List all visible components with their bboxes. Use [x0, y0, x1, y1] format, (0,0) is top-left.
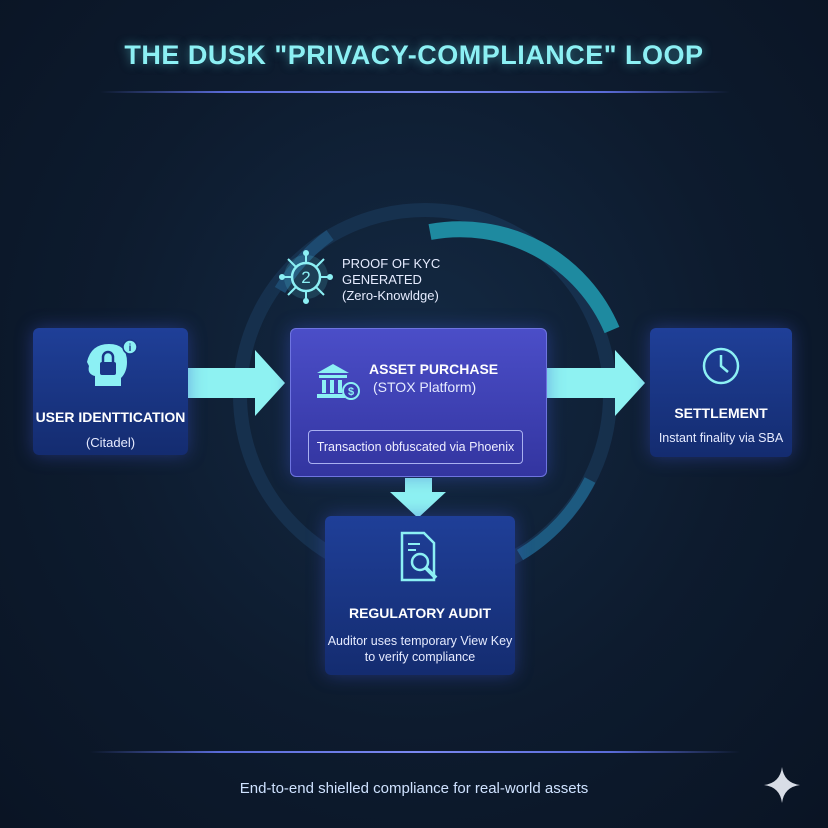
audit-line-1: Auditor uses temporary View Key [327, 634, 513, 648]
zk-proof-icon: 2 [279, 250, 333, 304]
kyc-step-number: 2 [301, 268, 310, 287]
head-lock-icon: i [86, 339, 138, 386]
settlement-subtitle: Instant finality via SBA [658, 431, 784, 445]
arrow-asset-to-settlement [546, 350, 645, 416]
kyc-label: PROOF OF KYC GENERATED (Zero-Knowldge) [342, 256, 440, 304]
user-identification-node: i USER IDENTTICATION (Citadel) [33, 328, 188, 455]
loop-arc-top [428, 221, 620, 334]
kyc-line-1: PROOF OF KYC [342, 256, 441, 271]
settlement-node: SETTLEMENT Instant finality via SBA [650, 328, 792, 457]
kyc-line-2: GENERATED [342, 272, 422, 287]
audit-title: REGULATORY AUDIT [348, 605, 492, 621]
asset-purchase-node: $ ASSET PURCHASE (STOX Platform) Transac… [290, 328, 547, 477]
bank-coin-icon: $ [317, 364, 360, 400]
title-divider [100, 91, 730, 93]
document-search-icon [400, 531, 438, 582]
user-title: USER IDENTTICATION [35, 409, 186, 425]
arrow-user-to-asset [188, 350, 285, 416]
kyc-line-3: (Zero-Knowldge) [342, 288, 439, 303]
loop-arc-left [274, 230, 334, 294]
asset-subtitle: (STOX Platform) [373, 379, 477, 395]
audit-line-2: to verify compliance [364, 650, 476, 664]
audit-description: Auditor uses temporary View Key to verif… [325, 633, 515, 665]
settlement-title: SETTLEMENT [674, 405, 768, 421]
regulatory-audit-node: REGULATORY AUDIT Auditor uses temporary … [325, 516, 515, 675]
user-subtitle: (Citadel) [85, 435, 136, 450]
clock-icon [702, 347, 740, 385]
sparkle-icon [764, 767, 800, 803]
svg-text:i: i [128, 343, 131, 354]
phoenix-note: Transaction obfuscated via Phoenix [308, 430, 523, 464]
footer-divider [90, 751, 740, 753]
arrow-asset-to-audit [390, 478, 446, 518]
footer-caption: End-to-end shielled compliance for real-… [239, 780, 589, 797]
asset-title: ASSET PURCHASE [369, 361, 499, 377]
svg-text:$: $ [348, 386, 354, 398]
loop-arc-right [516, 477, 596, 561]
diagram-title: THE DUSK "PRIVACY-COMPLIANCE" LOOP [124, 40, 704, 70]
